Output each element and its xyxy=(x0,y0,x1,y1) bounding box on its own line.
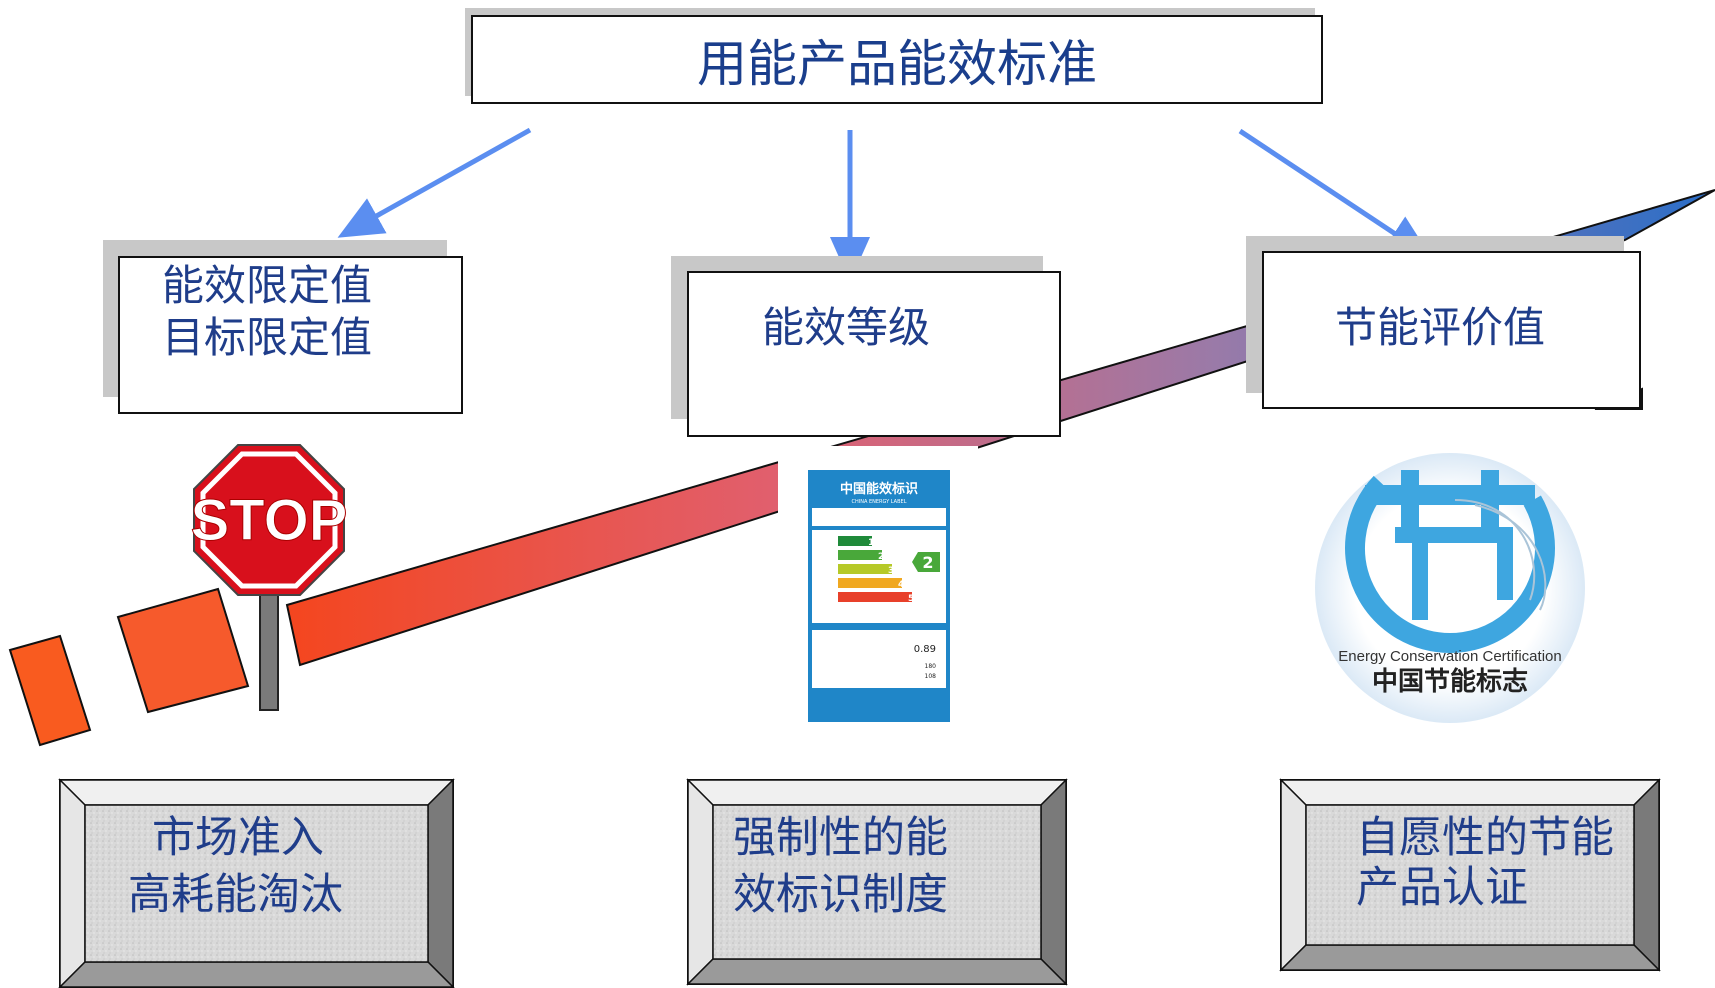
svg-text:2: 2 xyxy=(922,553,933,572)
note-left-line1: 能效限定值 xyxy=(162,261,373,310)
svg-text:5: 5 xyxy=(908,594,914,604)
svg-text:2: 2 xyxy=(878,552,884,562)
arrow-left xyxy=(337,127,532,238)
bottom-middle-line1: 强制性的能 xyxy=(733,813,948,863)
svg-text:Energy Conservation Certificat: Energy Conservation Certification xyxy=(1338,648,1561,665)
stop-sign: STOP xyxy=(190,444,348,596)
band-block-1 xyxy=(8,634,92,747)
svg-text:中国能效标识: 中国能效标识 xyxy=(840,481,918,497)
bottom-right-line2: 产品认证 xyxy=(1356,863,1528,913)
svg-text:4: 4 xyxy=(898,580,904,590)
note-middle xyxy=(687,271,1061,437)
note-middle-text: 能效等级 xyxy=(762,303,931,352)
note-left xyxy=(118,256,463,414)
bottom-middle-line2: 效标识制度 xyxy=(733,870,948,920)
bottom-left-line2: 高耗能淘汰 xyxy=(128,870,343,920)
svg-text:1: 1 xyxy=(868,538,874,548)
svg-text:3: 3 xyxy=(888,566,894,576)
energy-label-image: 中国能效标识 CHINA ENERGY LABEL 1 2 3 4 5 2 0.… xyxy=(778,446,978,726)
svg-text:108: 108 xyxy=(925,673,937,680)
bottom-box-right xyxy=(1279,778,1661,972)
note-left-line2: 目标限定值 xyxy=(162,313,373,362)
bottom-left-line1: 市场准入 xyxy=(152,813,324,863)
bottom-box-middle xyxy=(686,778,1068,986)
band-block-2 xyxy=(116,587,250,714)
svg-text:0.89: 0.89 xyxy=(914,644,936,655)
stop-sign-text: STOP xyxy=(191,488,348,553)
page-title-text: 用能产品能效标准 xyxy=(697,34,1097,93)
conservation-cert-logo: Energy Conservation Certification 中国节能标志 xyxy=(1315,443,1585,723)
page-title: 用能产品能效标准 xyxy=(471,15,1323,104)
note-right-text: 节能评价值 xyxy=(1335,303,1546,352)
svg-text:180: 180 xyxy=(925,663,937,670)
svg-text:CHINA ENERGY LABEL: CHINA ENERGY LABEL xyxy=(852,499,907,505)
note-right xyxy=(1262,251,1641,409)
bottom-box-left xyxy=(58,778,455,988)
arrow-right xyxy=(1238,128,1432,259)
svg-text:中国节能标志: 中国节能标志 xyxy=(1372,666,1528,697)
bottom-right-line1: 自愿性的节能 xyxy=(1356,813,1614,863)
